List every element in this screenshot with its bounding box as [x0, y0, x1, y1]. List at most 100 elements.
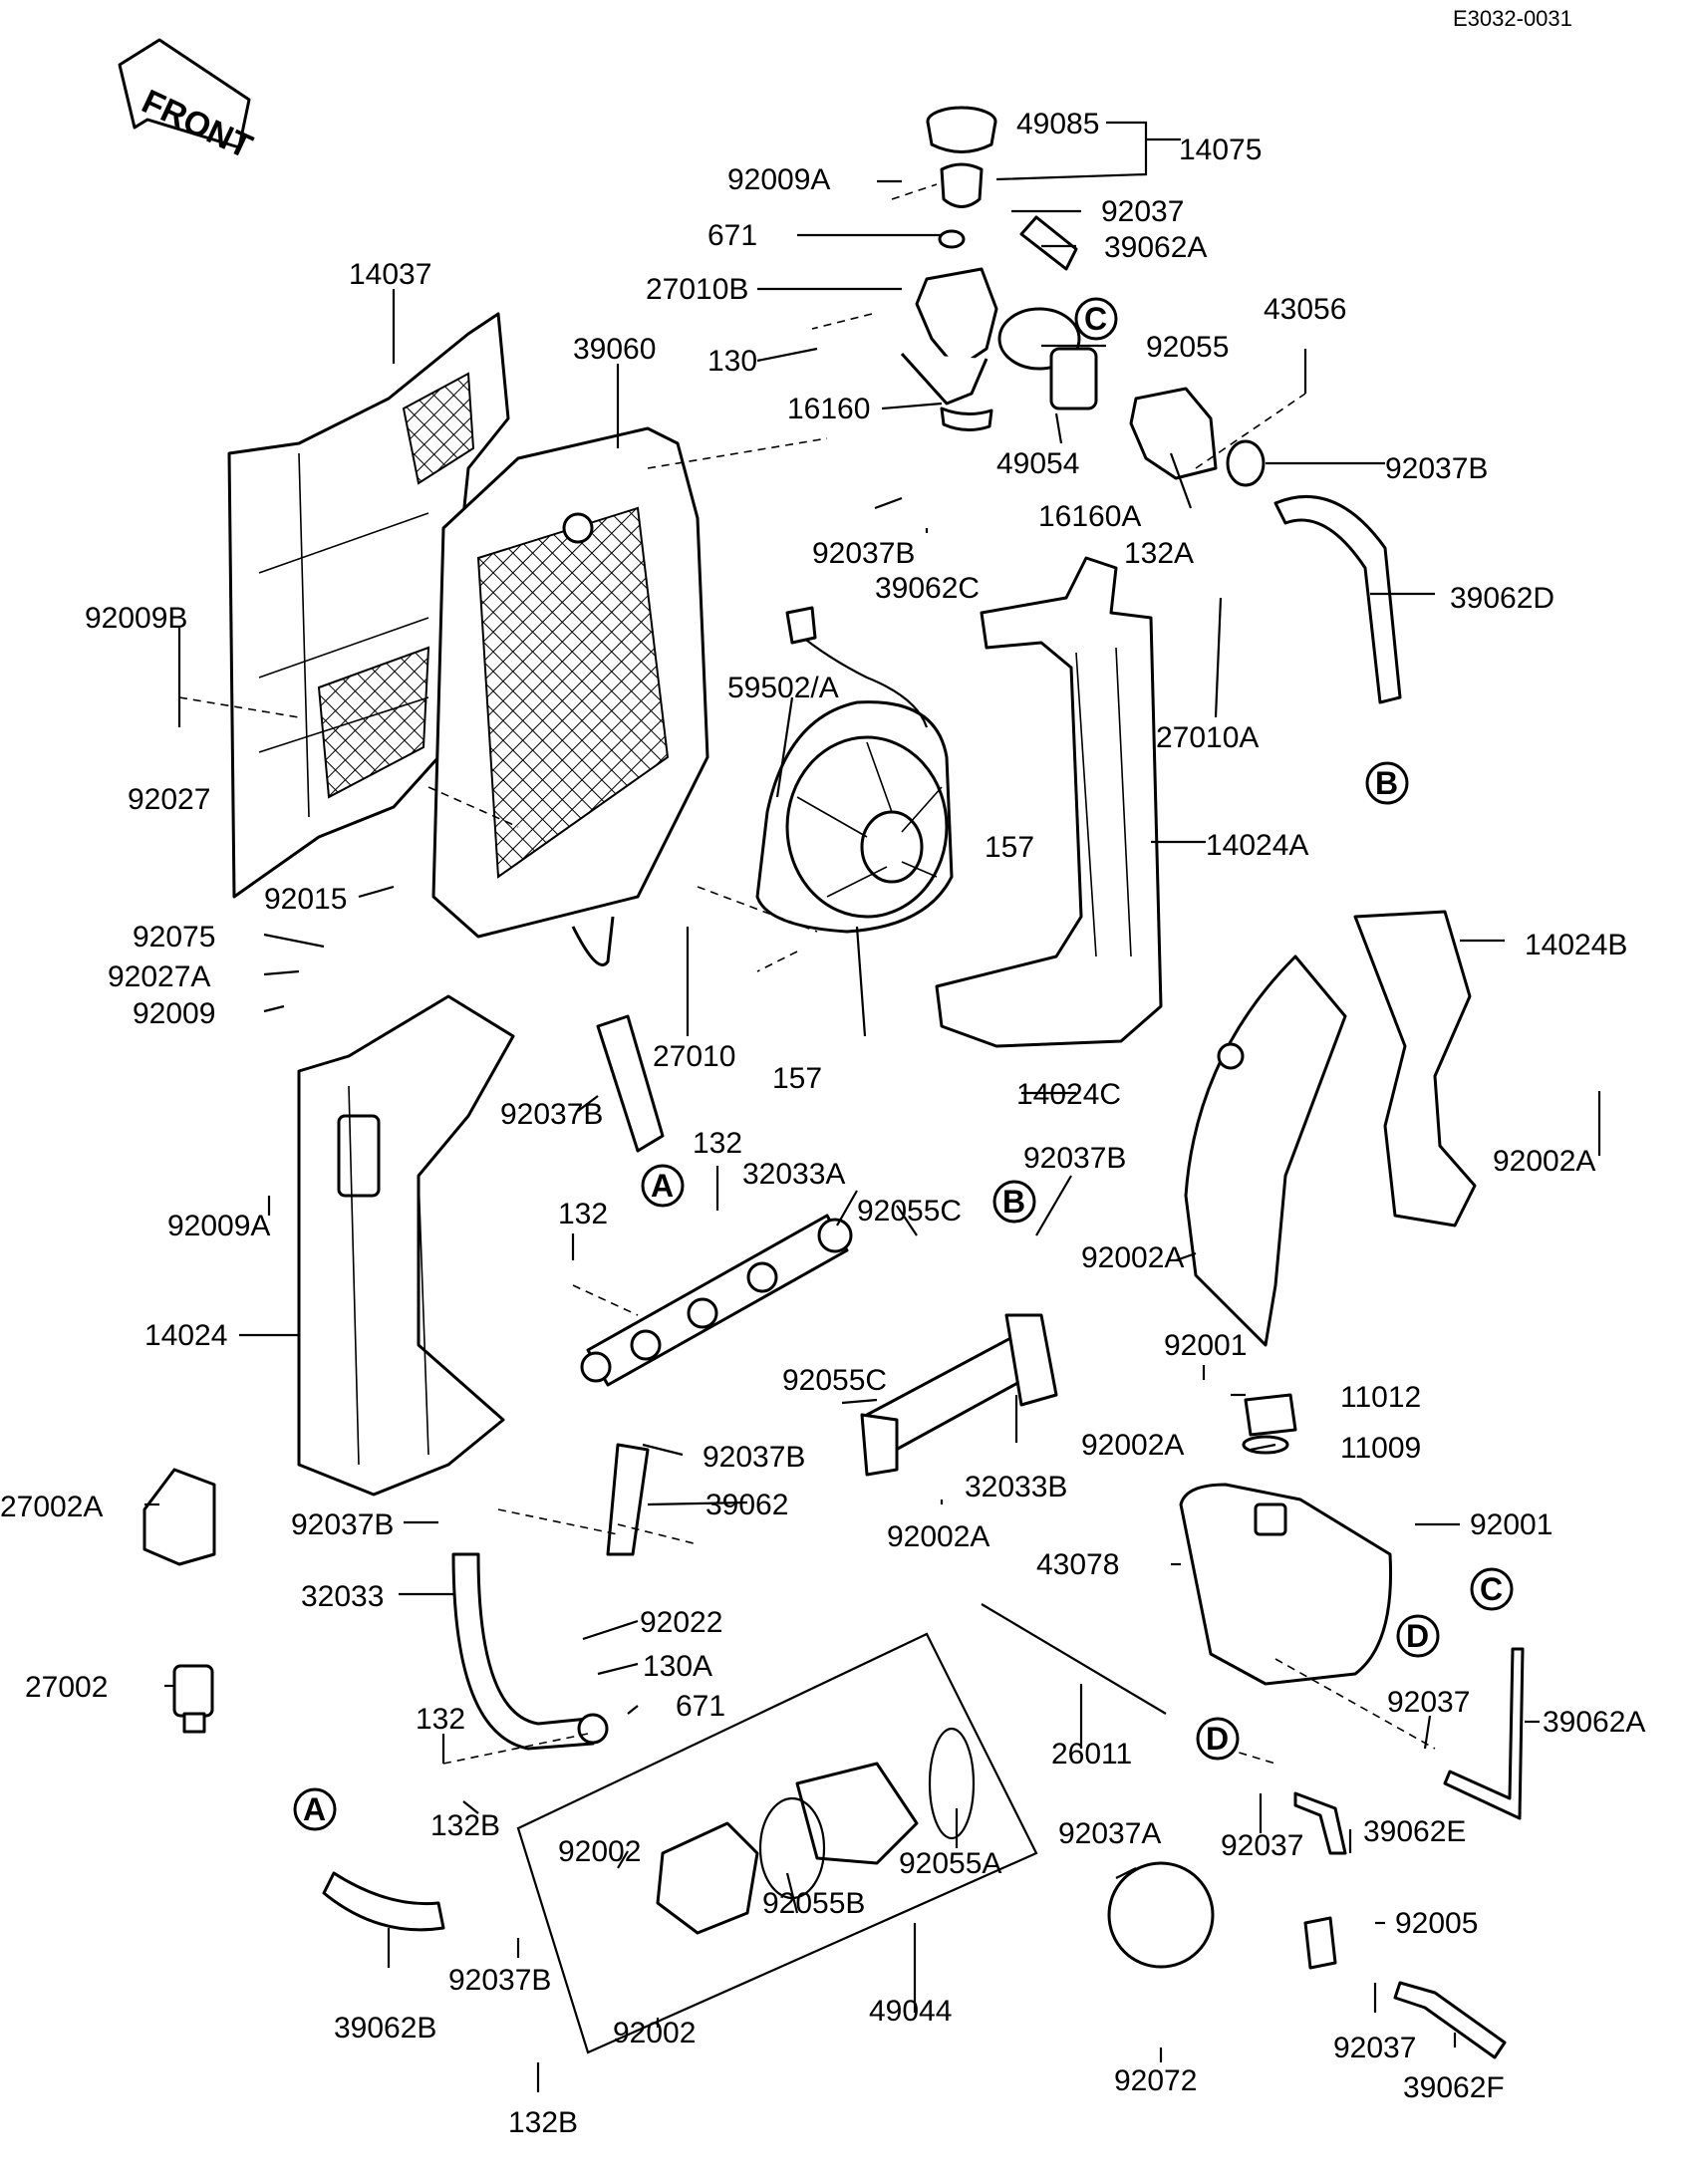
circle-a-upper: A: [641, 1164, 685, 1208]
label-14024c: 14024C: [1016, 1078, 1121, 1111]
water-pipe-32033b-drawing: [860, 1313, 1058, 1477]
cooling-fan-drawing: [755, 606, 954, 1037]
label-157-b: 157: [772, 1062, 822, 1095]
cover-14024b-drawing: [1353, 910, 1477, 1228]
label-92009a-top: 92009A: [727, 163, 830, 196]
label-92001-a: 92001: [1164, 1329, 1247, 1362]
water-pump-drawing: [516, 1632, 1038, 2054]
label-59502a: 59502/A: [727, 672, 839, 704]
label-49044: 49044: [869, 1995, 952, 2028]
svg-text:A: A: [303, 1791, 326, 1827]
label-92002a-bottom: 92002A: [887, 1520, 989, 1553]
label-92001-b: 92001: [1470, 1508, 1553, 1541]
label-14024: 14024: [144, 1319, 227, 1352]
label-39062b: 39062B: [334, 2012, 436, 2045]
circle-d-tank: D: [1396, 1614, 1440, 1658]
label-26011: 26011: [1051, 1738, 1132, 1771]
label-27010: 27010: [653, 1040, 735, 1073]
label-39062a-top: 39062A: [1104, 231, 1207, 264]
hose-39062a-top-drawing: [1019, 215, 1078, 271]
label-92072: 92072: [1114, 2064, 1197, 2097]
label-132b-b: 132B: [508, 2106, 578, 2139]
label-39060: 39060: [573, 333, 656, 366]
circle-d-lower: D: [1196, 1717, 1240, 1761]
label-11009: 11009: [1340, 1432, 1421, 1465]
label-16160: 16160: [787, 393, 870, 425]
svg-text:D: D: [1206, 1721, 1229, 1757]
label-132-a: 132: [693, 1127, 742, 1160]
svg-text:B: B: [1002, 1184, 1025, 1220]
label-43078: 43078: [1036, 1548, 1119, 1581]
switch-27002-drawing: [172, 1664, 214, 1734]
label-92015: 92015: [264, 883, 347, 916]
label-92037-right: 92037: [1387, 1686, 1470, 1719]
label-132-b: 132: [558, 1198, 608, 1230]
switch-27002a-drawing: [142, 1468, 216, 1566]
label-92055: 92055: [1146, 331, 1229, 364]
label-132-c: 132: [416, 1703, 465, 1736]
svg-text:A: A: [651, 1168, 674, 1204]
hose-39062-drawing: [606, 1443, 650, 1556]
assembly-lines: [178, 183, 1436, 1765]
label-92055c-a: 92055C: [857, 1195, 962, 1228]
water-pipe-32033a-drawing: [580, 1214, 853, 1387]
label-92002a-middle: 92002A: [1081, 1241, 1184, 1274]
fitting-92005-drawing: [1303, 1916, 1337, 1970]
hose-39062a-right-drawing: [1443, 1647, 1525, 1820]
diagram-reference: E3032-0031: [1453, 6, 1572, 31]
label-92037b-center: 92037B: [812, 537, 915, 570]
label-132a: 132A: [1124, 537, 1194, 570]
circle-b-right: B: [1365, 761, 1409, 805]
label-92037-top: 92037: [1101, 195, 1184, 228]
label-14024a: 14024A: [1206, 829, 1308, 862]
label-92009b: 92009B: [85, 602, 187, 635]
label-27010b: 27010B: [646, 273, 748, 306]
breather-hose-drawing: [981, 1603, 1167, 1715]
label-92037b-lower-left: 92037B: [291, 1508, 394, 1541]
label-27002a: 27002A: [0, 1491, 103, 1523]
label-49085: 49085: [1016, 108, 1099, 140]
label-157-a: 157: [985, 831, 1034, 864]
label-49054: 49054: [996, 447, 1079, 480]
label-92022: 92022: [640, 1606, 722, 1639]
label-92055b: 92055B: [762, 1887, 865, 1920]
hose-39062f-drawing: [1393, 1981, 1507, 2059]
label-92002a-center: 92002A: [1081, 1429, 1184, 1462]
circle-b-middle: B: [992, 1180, 1036, 1224]
label-92009a-left: 92009A: [167, 1210, 270, 1242]
label-92037b-right: 92037B: [1385, 452, 1488, 485]
label-92005: 92005: [1395, 1907, 1478, 1940]
cover-14024c-drawing: [1184, 955, 1347, 1347]
cover-14024-drawing: [297, 994, 515, 1497]
radiator-core-drawing: [431, 426, 709, 966]
label-92055c-b: 92055C: [782, 1364, 887, 1397]
label-92037-bottom: 92037: [1221, 1829, 1303, 1862]
callout-leaders: [144, 121, 1601, 2092]
label-39062e: 39062E: [1363, 1815, 1466, 1848]
label-39062c: 39062C: [875, 572, 980, 605]
label-92037b-left: 92037B: [500, 1098, 603, 1131]
water-pipe-32033-drawing: [451, 1552, 609, 1751]
label-92037b-middle: 92037B: [1023, 1142, 1126, 1175]
label-132b-a: 132B: [430, 1809, 500, 1842]
label-39062: 39062: [706, 1489, 788, 1521]
label-32033a: 32033A: [742, 1158, 845, 1191]
hose-lower-a-drawing: [596, 1014, 665, 1153]
svg-text:C: C: [1480, 1571, 1503, 1607]
label-39062a-right: 39062A: [1543, 1706, 1645, 1739]
label-27010a: 27010A: [1156, 721, 1259, 754]
circle-c-right: C: [1470, 1567, 1514, 1611]
label-32033b: 32033B: [965, 1471, 1067, 1503]
label-39062f: 39062F: [1403, 2071, 1505, 2104]
label-92027: 92027: [128, 783, 210, 816]
label-92002a-right: 92002A: [1493, 1145, 1595, 1178]
label-671-top: 671: [707, 219, 757, 252]
reservoir-tank-drawing: [1179, 1393, 1393, 1686]
label-11012: 11012: [1340, 1381, 1421, 1414]
label-14037: 14037: [349, 258, 431, 291]
svg-text:C: C: [1084, 301, 1107, 337]
label-92027a: 92027A: [108, 960, 210, 993]
svg-text:D: D: [1406, 1618, 1429, 1654]
label-92037b-lower-center: 92037B: [703, 1441, 805, 1474]
label-39062d: 39062D: [1450, 582, 1554, 615]
